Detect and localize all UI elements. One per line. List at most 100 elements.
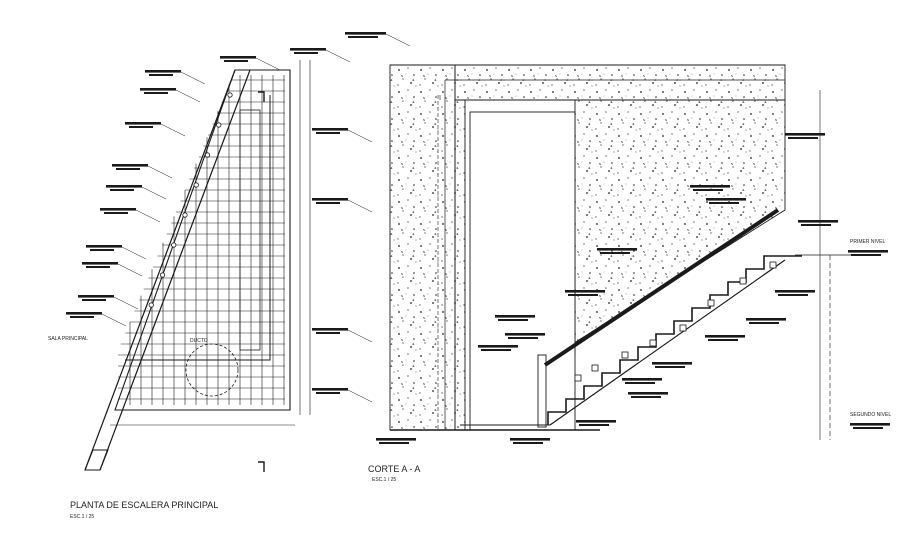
callout-text-bar (70, 316, 94, 318)
callout-text-bar (220, 56, 256, 59)
callout-leader (255, 57, 281, 71)
section-mark-a (258, 91, 265, 472)
callout-leader (141, 186, 167, 200)
callout-leader (347, 199, 373, 213)
callout-text-bar (316, 392, 340, 394)
callout-leader (101, 313, 127, 327)
level-lower-label: SEGUNDO NIVEL (850, 412, 891, 418)
callout-leader (385, 33, 411, 47)
step-detail-markers (574, 261, 777, 382)
callout-text-bar (116, 168, 140, 170)
callout-text-bar (312, 128, 348, 131)
callout-leader (180, 71, 206, 85)
plan-label-ducto: DUCTO (190, 338, 208, 344)
callout-text-bar (376, 438, 416, 441)
callout-text-bar (655, 366, 685, 368)
callout-text-bar (706, 198, 746, 201)
plan-label-sala: SALA PRINCIPAL (48, 336, 88, 342)
callout-leader (113, 296, 139, 310)
callout-text-bar (568, 294, 598, 296)
callout-text-bar (86, 245, 122, 248)
callout-text-bar (110, 189, 134, 191)
callout-text-bar (481, 349, 511, 351)
callout-text-bar (505, 333, 545, 336)
callout-leader (135, 209, 161, 223)
callout-text-bar (513, 442, 543, 444)
stringer-outer (84, 69, 236, 471)
callout-leader (117, 263, 143, 277)
callout-text-bar (290, 48, 326, 51)
stringer-marker (227, 92, 233, 98)
callout-text-bar (775, 290, 815, 293)
callout-leader (325, 49, 351, 63)
callout-text-bar (149, 74, 173, 76)
callout-text-bar (104, 212, 128, 214)
stringer-marker (171, 242, 177, 248)
step-marker (769, 261, 777, 269)
callout-text-bar (622, 378, 662, 381)
callout-text-bar (746, 318, 786, 321)
callout-text-bar (565, 290, 605, 293)
callout-text-bar (312, 198, 348, 201)
callout-text-bar (600, 252, 630, 254)
callout-text-bar (82, 262, 118, 265)
inner-slab-edge (125, 95, 271, 361)
stair-section-view (345, 32, 890, 444)
callout-leader (347, 329, 373, 343)
callout-text-bar (652, 362, 692, 365)
step-marker (739, 277, 747, 285)
callout-text-bar (478, 345, 518, 348)
step-marker (707, 299, 715, 307)
plan-title: PLANTA DE ESCALERA PRINCIPAL (70, 500, 218, 510)
door-opening (469, 111, 576, 431)
callout-text-bar (129, 126, 153, 128)
callout-text-bar (785, 133, 825, 136)
callout-text-bar (749, 322, 779, 324)
stringer-marker (182, 212, 188, 218)
callout-text-bar (628, 392, 668, 395)
callout-text-bar (140, 88, 176, 91)
newel-post (537, 354, 547, 428)
callout-leader (121, 246, 147, 260)
callout-leader (347, 129, 373, 143)
callout-text-bar (78, 295, 114, 298)
diagonal-beam (543, 208, 780, 367)
callout-text-bar (788, 137, 818, 139)
callout-text-bar (579, 424, 609, 426)
callout-text-bar (690, 185, 730, 188)
step-marker (679, 324, 687, 332)
callout-text-bar (631, 396, 661, 398)
callout-text-bar (144, 92, 168, 94)
ducto-circle (185, 343, 239, 397)
callout-text-bar (705, 335, 745, 338)
stringer-end (84, 449, 109, 471)
callout-text-bar (86, 266, 110, 268)
step-marker (621, 351, 629, 359)
callout-text-bar (112, 164, 148, 167)
callout-text-bar (798, 220, 838, 223)
callout-text-bar (294, 52, 318, 54)
plan-callouts (66, 32, 411, 403)
callout-text-bar (90, 249, 114, 251)
callout-text-bar (778, 294, 808, 296)
level-upper-label: PRIMER NIVEL (850, 239, 886, 245)
callout-text-bar (316, 202, 340, 204)
callout-text-bar (498, 319, 528, 321)
callout-text-bar (224, 60, 248, 62)
callout-text-bar (82, 299, 106, 301)
callout-text-bar (66, 312, 102, 315)
callout-text-bar (708, 339, 738, 341)
callout-text-bar (576, 420, 616, 423)
stringer-marker (159, 272, 166, 278)
callout-text-bar (145, 70, 181, 73)
section-scale: ESC.1 / 25 (372, 477, 396, 483)
section-callouts (345, 32, 890, 444)
callout-text-bar (709, 202, 739, 204)
stair-steps (547, 255, 802, 425)
callout-text-bar (316, 332, 340, 334)
stringer-marker (193, 182, 199, 188)
callout-leader (160, 123, 186, 137)
concrete-slab-top (454, 64, 786, 101)
callout-leader (175, 89, 201, 103)
